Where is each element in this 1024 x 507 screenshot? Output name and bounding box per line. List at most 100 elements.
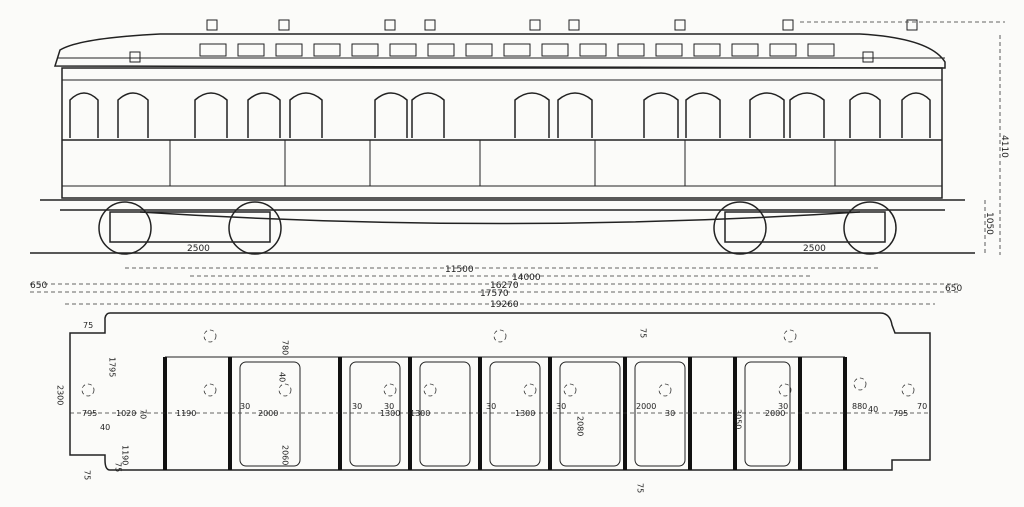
dim-bogie-wheelbase-left: 2500	[187, 244, 210, 254]
plan-dim-label: 75	[83, 470, 92, 480]
side-window	[514, 92, 550, 138]
clerestory-window	[541, 43, 569, 57]
plan-dim-label: 2060	[281, 445, 290, 465]
clerestory-window	[655, 43, 683, 57]
seat	[239, 361, 301, 467]
ventilator-icon	[206, 19, 218, 31]
ventilator-icon	[862, 51, 874, 63]
plan-dim-label: 1190	[121, 445, 130, 465]
lamp-icon	[523, 383, 537, 397]
ventilator-icon	[424, 19, 436, 31]
dim-bogie-wheelbase-right: 2500	[803, 244, 826, 254]
lamp-icon	[203, 383, 217, 397]
clerestory-window	[617, 43, 645, 57]
plan-dim-label: 70	[139, 409, 148, 419]
plan-dim-label: 75	[639, 328, 648, 338]
ventilator-icon	[674, 19, 686, 31]
car-body	[61, 67, 943, 199]
clerestory-window	[427, 43, 455, 57]
clerestory-window	[199, 43, 227, 57]
plan-dim-label: 30	[384, 402, 394, 411]
clerestory-window	[731, 43, 759, 57]
ventilator-icon	[278, 19, 290, 31]
plan-dim-label: 75	[83, 321, 93, 330]
dim-height-1050: 1050	[984, 212, 994, 235]
lamp-icon	[203, 329, 217, 343]
roof-ventilators	[129, 19, 918, 63]
clerestory-window	[579, 43, 607, 57]
lamp-icon	[423, 383, 437, 397]
clerestory-window	[503, 43, 531, 57]
clerestory-window	[389, 43, 417, 57]
bogie-frame	[724, 211, 886, 243]
compartments	[81, 329, 915, 470]
plan-dim-label: 2080	[576, 416, 585, 436]
clerestory-window	[465, 43, 493, 57]
clerestory-window	[807, 43, 835, 57]
side-window	[69, 92, 99, 138]
wheel	[228, 201, 282, 255]
plan-dim-label: 1300	[515, 409, 535, 418]
side-window	[247, 92, 281, 138]
side-elevation: 2500 2500 11500 14000 650 16270 650 1757…	[30, 19, 1009, 299]
ventilator-icon	[782, 19, 794, 31]
bogies	[98, 201, 897, 255]
lamp-icon	[383, 383, 397, 397]
dim-650-left: 650	[30, 281, 47, 291]
clerestory-window	[237, 43, 265, 57]
dim-height-4110: 4110	[999, 135, 1009, 158]
clerestory-windows	[199, 43, 835, 57]
lamp-icon	[783, 329, 797, 343]
seat	[744, 361, 791, 467]
side-window	[557, 92, 593, 138]
plan-dim-label: 2300	[56, 385, 65, 405]
lamp-icon	[493, 329, 507, 343]
dim-17570: 17570	[480, 289, 509, 299]
plan-dim-label: 75	[114, 462, 123, 472]
ventilator-icon	[129, 51, 141, 63]
plan-dim-label: 3050	[734, 409, 743, 429]
side-window	[374, 92, 408, 138]
underframe	[40, 199, 965, 225]
side-window	[289, 92, 323, 138]
side-window	[901, 92, 931, 138]
plan-dim-label: 1300	[380, 409, 400, 418]
clerestory-window	[313, 43, 341, 57]
lamp-icon	[563, 383, 577, 397]
plan-dim-label: 40	[278, 372, 287, 382]
side-windows	[69, 92, 931, 186]
seat	[559, 361, 621, 467]
lamp-icon	[658, 383, 672, 397]
seat	[634, 361, 686, 467]
plan-outline	[69, 312, 931, 471]
plan-dim-label: 30	[665, 409, 675, 418]
plan-dim-label: 2000	[765, 409, 785, 418]
lamp-icon	[853, 377, 867, 391]
dim-14000: 14000	[512, 273, 541, 283]
side-window	[789, 92, 825, 138]
plan-dim-label: 780	[281, 340, 290, 355]
plan-dim-label: 795	[893, 409, 908, 418]
plan-dim-label: 2000	[258, 409, 278, 418]
seat	[349, 361, 401, 467]
wheel	[713, 201, 767, 255]
plan-dim-label: 30	[486, 402, 496, 411]
plan-dim-label: 1020	[116, 409, 136, 418]
side-window	[685, 92, 721, 138]
plan-dim-label: 1300	[410, 409, 430, 418]
bogie-frame	[109, 211, 271, 243]
side-window	[849, 92, 881, 138]
lamp-icon	[278, 383, 292, 397]
dim-650-right: 650	[945, 284, 962, 294]
plan-dim-label: 70	[917, 402, 927, 411]
side-window	[194, 92, 228, 138]
lamp-icon	[778, 383, 792, 397]
side-window	[117, 92, 149, 138]
lamp-icon	[81, 383, 95, 397]
wheel	[843, 201, 897, 255]
ventilator-icon	[529, 19, 541, 31]
plan-dim-label: 75	[636, 483, 645, 493]
clerestory-window	[693, 43, 721, 57]
side-window	[749, 92, 785, 138]
